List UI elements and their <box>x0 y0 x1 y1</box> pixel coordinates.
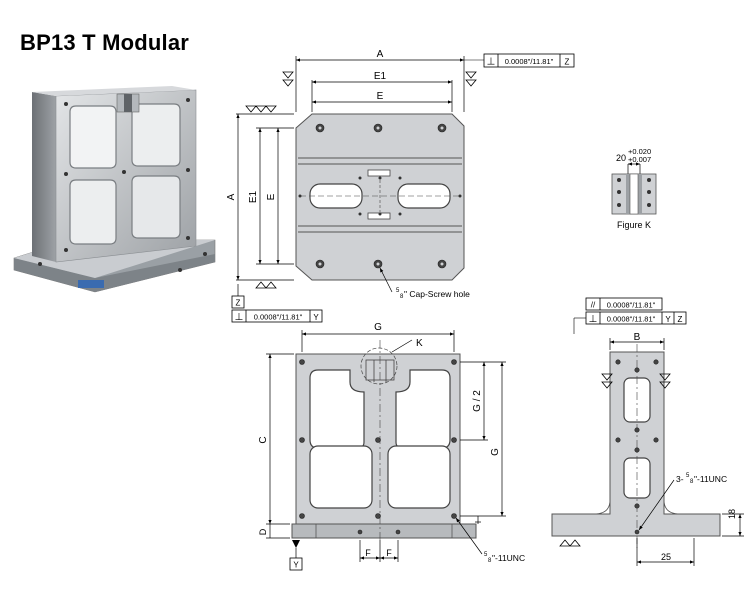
side-view: // 0.0008"/11.81" ⊥ 0.0008"/11.81" Y Z B <box>551 297 744 566</box>
svg-text:0.0008"/11.81": 0.0008"/11.81" <box>607 315 656 324</box>
dim-e-left: E <box>266 193 277 200</box>
dim-e1-left: E1 <box>248 190 259 203</box>
dim-a-left: A <box>226 193 237 200</box>
svg-text:0.0008"/11.81": 0.0008"/11.81" <box>254 313 303 322</box>
svg-text:" Cap-Screw hole: " Cap-Screw hole <box>404 289 470 299</box>
svg-text:+0.007: +0.007 <box>628 155 651 164</box>
svg-text:8: 8 <box>488 558 492 564</box>
surface-marks-side <box>559 373 671 547</box>
dim-18: 18 <box>727 509 737 519</box>
front-view-base <box>291 523 477 539</box>
dim-f-right: F <box>386 548 392 558</box>
svg-text:Y: Y <box>313 313 319 322</box>
datum-y: Y <box>293 561 299 570</box>
figure-k: +0.020 20 +0.007 Figure K <box>611 147 657 230</box>
svg-text:⊥: ⊥ <box>487 57 496 68</box>
dim-i: I <box>474 521 483 523</box>
dim-c: C <box>258 436 269 443</box>
product-photo <box>13 86 216 293</box>
dim-e-top: E <box>377 91 384 102</box>
front-view: G K G / 2 G I C D <box>258 322 525 571</box>
svg-text:8: 8 <box>690 479 694 485</box>
svg-text:Y: Y <box>665 315 671 324</box>
svg-text:0.0008"/11.81": 0.0008"/11.81" <box>607 301 656 310</box>
svg-text:+0.020: +0.020 <box>628 147 651 156</box>
dim-25: 25 <box>661 552 671 562</box>
dim-g-right: G <box>490 448 501 456</box>
svg-text:0.0008"/11.81": 0.0008"/11.81" <box>505 57 554 66</box>
svg-text:"-11UNC: "-11UNC <box>694 474 727 484</box>
side-view-body <box>551 351 721 537</box>
svg-text:⊥: ⊥ <box>589 314 598 325</box>
dim-d: D <box>258 528 268 535</box>
label-k: K <box>416 338 423 349</box>
top-view: A E1 E ⊥ 0.0008"/11.81" Z <box>226 49 575 323</box>
dim-e1-top: E1 <box>374 71 387 82</box>
svg-text:5: 5 <box>686 473 690 479</box>
svg-text:⊥: ⊥ <box>235 312 244 323</box>
svg-text:5: 5 <box>396 288 400 294</box>
dim-b: B <box>634 332 641 343</box>
side-tolerance-frames: // 0.0008"/11.81" ⊥ 0.0008"/11.81" Y Z <box>573 297 687 334</box>
front-thread-label: 5 8 "-11UNC <box>484 552 525 564</box>
svg-text:3-: 3- <box>676 474 684 484</box>
dim-f-left: F <box>365 548 371 558</box>
top-view-holes <box>298 123 462 269</box>
page-title: BP13 T Modular <box>20 30 190 55</box>
svg-text:8: 8 <box>400 294 404 300</box>
svg-text:Z: Z <box>565 58 570 67</box>
figure-k-caption: Figure K <box>617 220 651 230</box>
tolerance-frame-bottom-left: Z ⊥ 0.0008"/11.81" Y <box>231 284 323 323</box>
tolerance-frame-top: ⊥ 0.0008"/11.81" Z <box>464 53 575 68</box>
side-thread-label: 3- 5 8 "-11UNC <box>676 473 727 485</box>
surface-marks-top <box>245 71 477 289</box>
cap-screw-label: 5 8 " Cap-Screw hole <box>396 288 470 300</box>
dim-g-top: G <box>374 322 382 333</box>
dim-g-half: G / 2 <box>472 390 483 412</box>
svg-text://: // <box>591 301 596 310</box>
svg-text:Z: Z <box>678 315 683 324</box>
svg-text:20: 20 <box>616 153 626 163</box>
svg-text:5: 5 <box>484 552 488 558</box>
svg-text:"-11UNC: "-11UNC <box>492 553 525 563</box>
svg-text:Z: Z <box>236 299 241 308</box>
dim-a-top: A <box>377 49 384 60</box>
front-view-holes <box>299 359 457 535</box>
